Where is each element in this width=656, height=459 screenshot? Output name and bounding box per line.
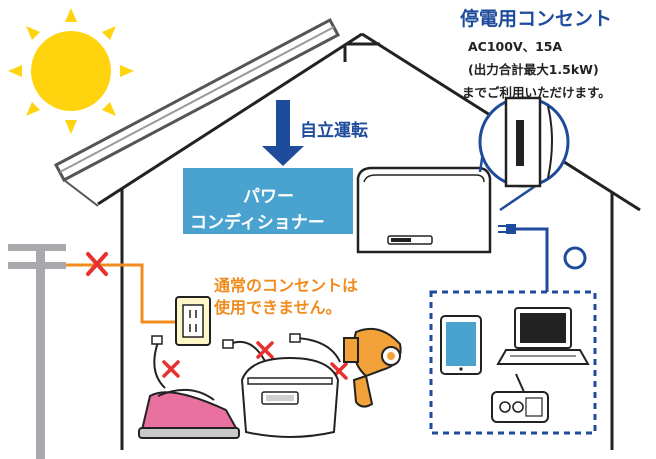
iron-cord: [153, 341, 166, 389]
grid-wire: [66, 263, 176, 324]
rice-cooker-icon: [240, 356, 340, 438]
dryer-cord: [295, 337, 341, 363]
power-conditioner-label-box: [183, 168, 353, 234]
warning-text-line1: 通常のコンセントは: [214, 276, 359, 295]
radio-icon: [491, 373, 549, 423]
outlet-capacity: (出力合計最大1.5kW): [468, 62, 599, 77]
blocked-x-icon: [86, 252, 108, 276]
laptop-icon: [496, 307, 590, 365]
outlet-zoom-icon: [478, 96, 570, 212]
outlet-spec: AC100V、15A: [468, 39, 563, 54]
standalone-operation-label: 自立運転: [300, 121, 368, 141]
standalone-arrow: [262, 100, 304, 166]
outlet-title: 停電用コンセント: [460, 8, 613, 30]
utility-pole-icon: [8, 244, 66, 459]
solar-panel: [53, 17, 341, 207]
available-circle-icon: [563, 246, 587, 270]
tablet-icon: [440, 315, 482, 375]
power-conditioner-label-line2: コンディショナー: [190, 213, 325, 233]
emergency-plug: [498, 224, 549, 292]
blocked-x-icon: [162, 341, 348, 380]
outlet-note: までご利用いただけます。: [462, 85, 611, 100]
iron-icon: [138, 389, 240, 439]
sun-icon: [8, 8, 134, 134]
iron-plug: [151, 335, 163, 345]
wall-outlet-icon: [175, 296, 211, 346]
power-conditioner-unit: [356, 166, 492, 254]
usable-devices-box: [429, 290, 597, 435]
warning-text-line2: 使用できません。: [214, 298, 342, 317]
cooker-plug: [222, 339, 234, 349]
power-conditioner-label-line1: パワー: [243, 187, 294, 207]
dryer-plug: [289, 333, 301, 343]
hair-dryer-icon: [343, 328, 402, 408]
